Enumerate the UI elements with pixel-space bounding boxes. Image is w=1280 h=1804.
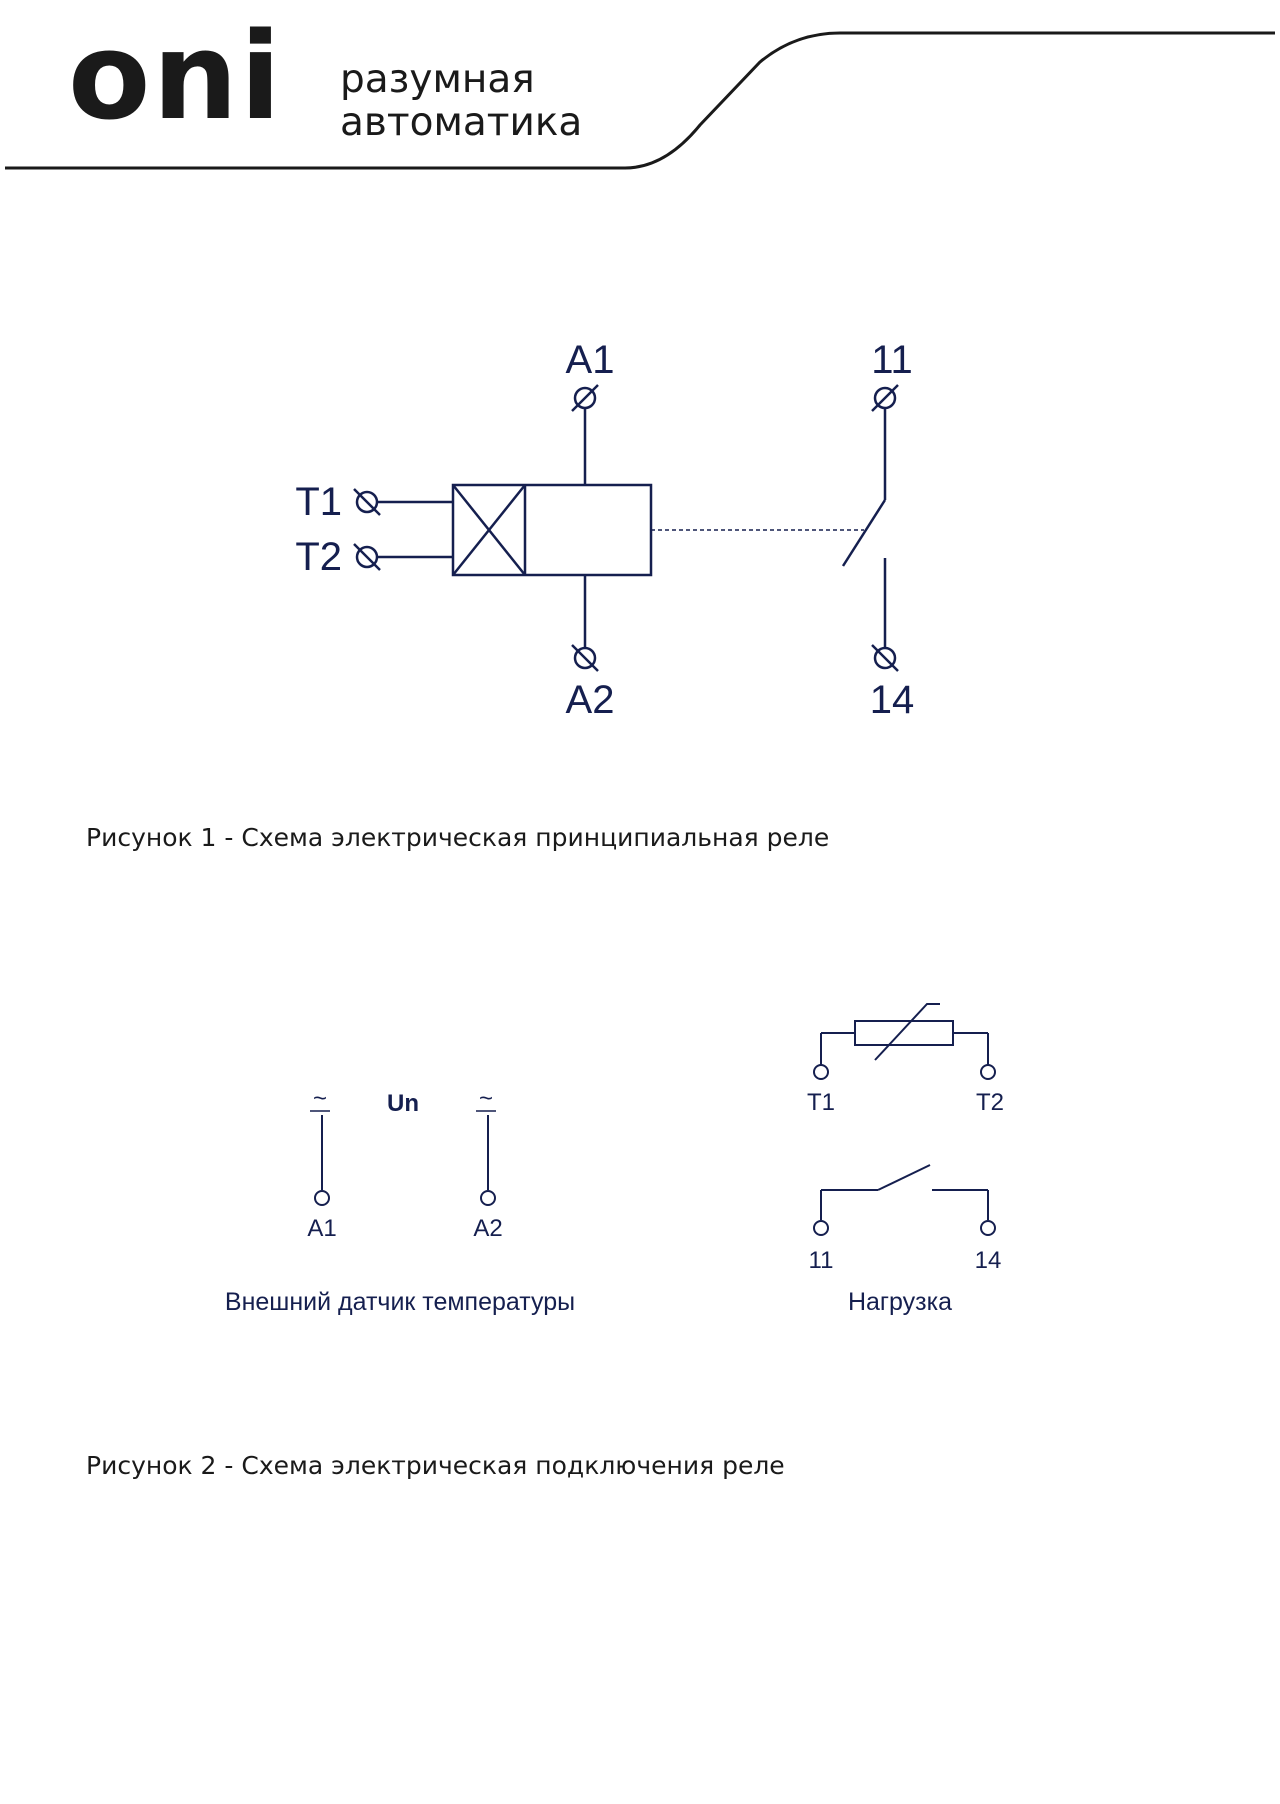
terminal-t2-symbol: [353, 543, 381, 571]
thermistor-symbol: [854, 1020, 954, 1046]
label-fig2-t2: T2: [976, 1089, 1004, 1116]
brand-tagline: разумная автоматика: [340, 58, 582, 144]
figure1-schematic: A1 11 T1 T2 A2 14: [295, 338, 915, 722]
label-a1: A1: [566, 338, 615, 382]
label-fig2-a2: A2: [473, 1215, 502, 1242]
terminal-14-symbol: [871, 644, 899, 672]
figure2-caption: Рисунок 2 - Схема электрическая подключе…: [86, 1451, 785, 1480]
terminal-t1-symbol: [353, 488, 381, 516]
terminal-a1-symbol: [571, 384, 599, 412]
supply-symbol-left: ~: [313, 1085, 327, 1112]
label-fig2-a1: A1: [307, 1215, 336, 1242]
label-14: 14: [870, 678, 915, 722]
label-t1: T1: [295, 480, 342, 524]
terminal-11-symbol: [871, 384, 899, 412]
label-fig2-14: 14: [975, 1247, 1002, 1274]
label-a2: A2: [566, 678, 615, 722]
terminal-a2-symbol: [571, 644, 599, 672]
label-load: Нагрузка: [848, 1288, 952, 1316]
label-11: 11: [871, 338, 913, 382]
supply-symbol-right: ~: [479, 1085, 493, 1112]
label-fig2-11: 11: [809, 1247, 834, 1274]
tagline-line2: автоматика: [340, 100, 583, 145]
label-fig2-t1: T1: [807, 1089, 835, 1116]
supply-label-un: Un: [387, 1090, 419, 1117]
figure1-caption: Рисунок 1 - Схема электрическая принципи…: [86, 823, 830, 852]
brand-logo: oni: [68, 8, 284, 147]
label-sensor: Внешний датчик температуры: [225, 1288, 575, 1316]
header-divider: [5, 31, 1275, 170]
figure2-connection: ~ Un ~ A1 A2 T1 T2 11 14 Внешний датчик …: [225, 1003, 1004, 1316]
tagline-line1: разумная: [340, 57, 535, 102]
label-t2: T2: [295, 535, 342, 579]
